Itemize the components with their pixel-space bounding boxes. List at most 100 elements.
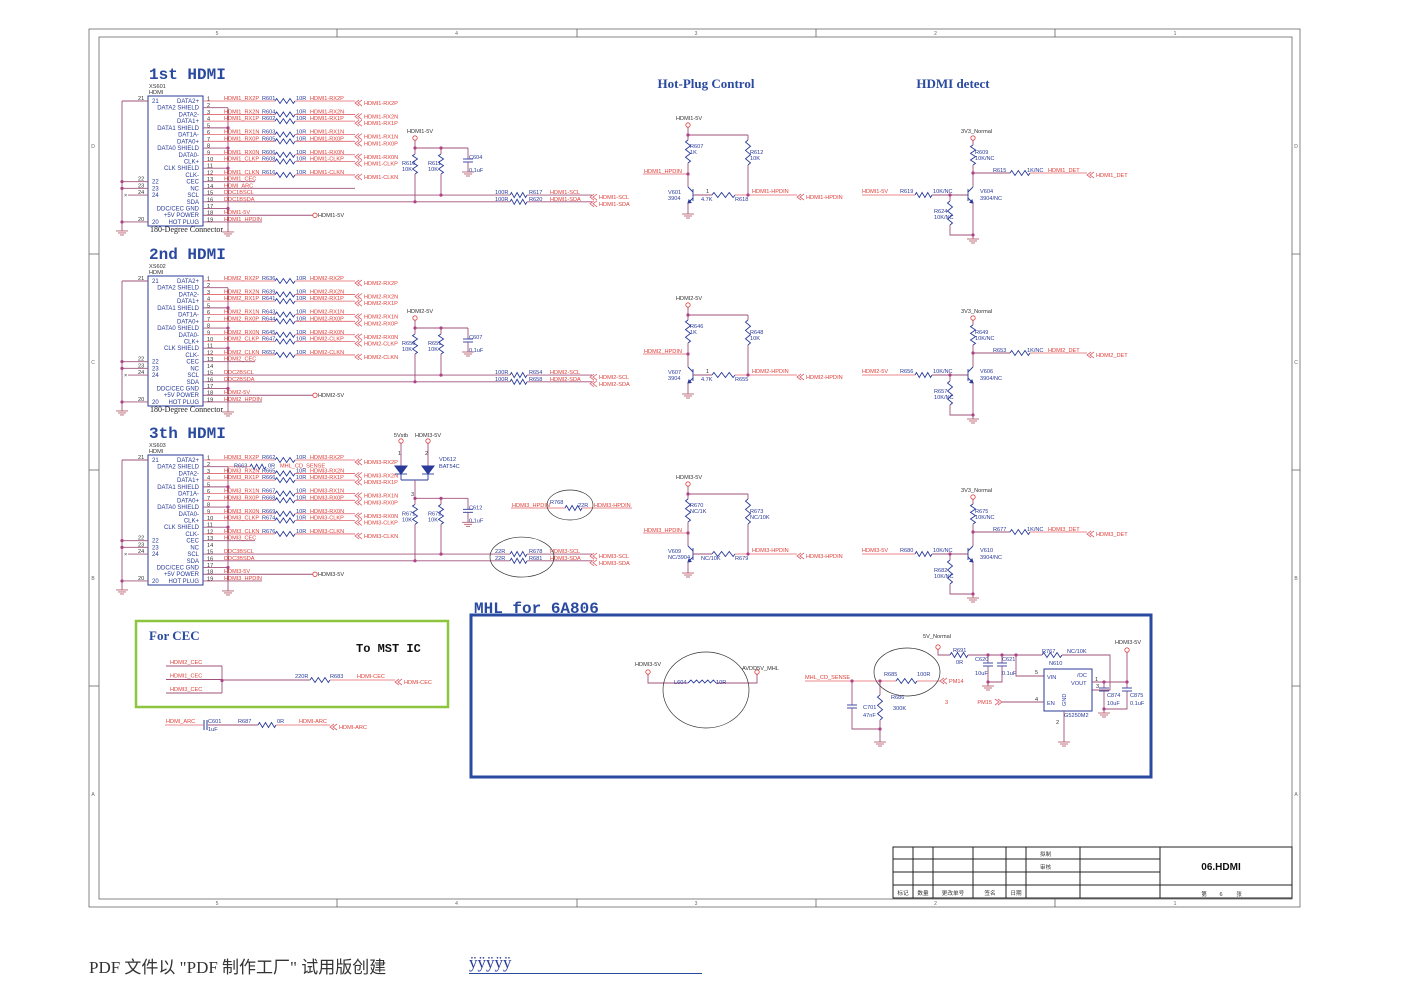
net-label: HDMI2_RX0N (224, 330, 259, 336)
resistor-value: 10R (296, 350, 306, 356)
port-chevron-icon (1086, 351, 1092, 359)
capacitor-value: 0.1uF (469, 168, 484, 174)
input-resistor (914, 191, 933, 199)
ddc-resistor (509, 550, 528, 558)
transistor-ref: V607 (668, 370, 681, 376)
net-label: HDMI1_DET (1048, 168, 1080, 174)
resistor-value: 300K (893, 706, 906, 712)
port-chevron-icon (592, 552, 598, 560)
junction-dot (226, 326, 230, 330)
port-chevron-icon (354, 478, 360, 486)
connector-pin-name: DATA2+ (177, 458, 199, 464)
resistor-ref: R605 (262, 136, 275, 142)
pm14-port: PM14 (949, 679, 964, 685)
connector-pin-number: 18 (207, 211, 213, 217)
port-chevron-icon (357, 293, 363, 300)
pullup-resistor (411, 333, 419, 355)
resistor-ref: R646 (690, 324, 703, 330)
port-chevron-icon (354, 313, 360, 320)
net-label: HDMI2_HPDIN (644, 349, 682, 355)
connector-pin-number: 4 (207, 117, 210, 123)
resistor-ref: R647 (262, 336, 275, 342)
ddc-resistor (509, 557, 528, 565)
port-chevron-icon (796, 552, 802, 560)
net-label: HDMI2_DET (1048, 348, 1080, 354)
net-label: HDMI2-SDA (550, 377, 581, 383)
connector-pin-number: 23 (138, 542, 144, 548)
port-chevron-icon (357, 499, 363, 506)
pullup-resistor (684, 139, 692, 164)
connector-pin-name: DATA1 SHIELD (157, 306, 199, 312)
net-label: HDMI3_RX1N (224, 489, 259, 495)
pullup-resistor (684, 319, 692, 344)
resistor-ref: R611 (428, 161, 441, 167)
ic-pin-name: /OC (1077, 673, 1087, 679)
signal-port: HDMI2-RX2P (364, 281, 398, 287)
ddc-sda-net-label: DDC1BSDA (224, 197, 255, 203)
connector-pin-name: CLK- (185, 173, 199, 179)
series-resistor (274, 138, 296, 145)
connector-pin-number: 22 (152, 539, 159, 545)
ddc-port: HDMI3-SCL (599, 554, 629, 560)
junction-dot (413, 380, 417, 384)
transistor-ref: V606 (980, 369, 993, 375)
signal-port: HDMI1-RX0N (364, 155, 398, 161)
resistor-value: 10R (296, 475, 306, 481)
connector-pin-name: CLK SHIELD (164, 346, 200, 352)
wire (851, 708, 880, 730)
resistor-ref: R657 (934, 389, 947, 395)
power-label: 3V3_Normal (961, 488, 992, 494)
capacitor-ref: C620 (975, 657, 988, 663)
resistor-ref: R665 (262, 468, 275, 474)
pdf-watermark-link[interactable]: ÿÿÿÿÿ (469, 953, 702, 974)
resistor-ref: R619 (900, 189, 913, 195)
transistor-icon (687, 545, 694, 552)
port-chevron-icon (592, 373, 598, 381)
pin-number: 4 (1035, 697, 1038, 703)
pin-number: 1 (1095, 677, 1098, 683)
net-label: HDMI3_CLKP (224, 515, 259, 521)
diode-ref: VD612 (439, 457, 456, 463)
resistor-value: NC/10K (1067, 649, 1087, 655)
net-label: HDMI1-RX0P (310, 136, 344, 142)
pullup-resistor (437, 153, 445, 175)
resistor-value: 10R (296, 289, 306, 295)
port-chevron-icon (354, 320, 360, 327)
connector-note: 180-Degree Connector (150, 225, 223, 234)
net-label: HDMI1_CLKP (224, 156, 259, 162)
connector-pin-number: 21 (152, 458, 159, 464)
capacitor-value: 0.1uF (469, 518, 484, 524)
port-chevron-icon (357, 519, 363, 526)
net-label: MHL_CD_SENSE (280, 464, 325, 470)
hpd-net-label: HDMI1_HPDIN (224, 217, 262, 223)
connector-pin-number: 2 (207, 283, 210, 289)
connector-pin-number: 20 (138, 397, 144, 403)
resistor-value: 10K/NC (933, 189, 953, 195)
inductor-icon (687, 679, 717, 684)
series-resistor (274, 510, 296, 518)
ddc-sda-net-label: DDC2BSDA (224, 377, 255, 383)
resistor-ref: R650 (402, 341, 415, 347)
hpd-series-resistor (564, 504, 583, 512)
power-terminal-icon (412, 135, 418, 141)
port-chevron-icon (357, 333, 363, 341)
pin-number: 3 (411, 492, 414, 498)
connector-pin-number: 22 (138, 177, 144, 183)
capacitor-ref: C701 (863, 705, 876, 711)
connector-pin-number: 24 (152, 193, 159, 199)
connector-pin-number: 21 (152, 279, 159, 285)
resistor-ref: R604 (262, 109, 275, 115)
resistor-value: 10K/NC (934, 574, 954, 580)
input-resistor (914, 371, 933, 379)
transistor-part: 3904/NC (980, 196, 1002, 202)
power-label: HDMI1-5V (318, 213, 344, 219)
capacitor-ref: C612 (469, 505, 482, 511)
connector-pin-number: 14 (207, 543, 213, 549)
connector-pin-number: 2 (207, 462, 210, 468)
series-resistor (274, 291, 296, 298)
signal-port: HDMI2-CLKN (364, 355, 398, 361)
power-terminal-icon (312, 392, 318, 398)
net-label: HDMI3_RX2N (224, 468, 259, 474)
wire (949, 225, 973, 236)
